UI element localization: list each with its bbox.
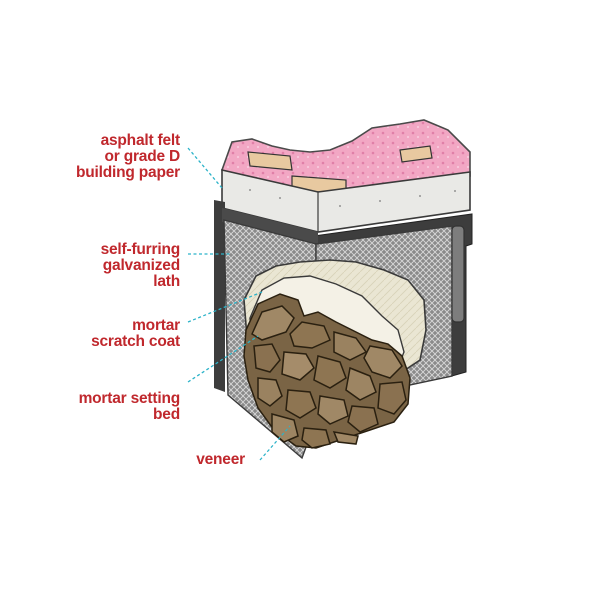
label-self-furring-lath-line1: self-furring	[100, 241, 181, 258]
label-self-furring-lath-line3: lath	[153, 273, 180, 290]
leader-veneer	[259, 425, 291, 461]
label-mortar-scratch-coat-line1: mortar	[132, 317, 180, 334]
leader-mortar-setting-bed	[187, 335, 259, 383]
leader-asphalt-felt	[187, 147, 223, 189]
label-asphalt-felt-line3: building paper	[76, 164, 180, 181]
leader-mortar-scratch-coat	[187, 291, 263, 323]
label-asphalt-felt-line2: or grade D	[104, 148, 180, 165]
label-mortar-scratch-coat-line2: scratch coat	[91, 333, 180, 350]
label-self-furring-lath: self-furring galvanized lath	[100, 241, 181, 290]
stone-veneer-layer	[243, 293, 411, 449]
label-mortar-setting-bed: mortar setting bed	[78, 390, 181, 423]
label-mortar-scratch-coat: mortar scratch coat	[91, 318, 180, 350]
label-veneer: veneer	[196, 452, 245, 468]
leader-lines	[187, 147, 291, 461]
label-asphalt-felt: asphalt felt or grade D building paper	[76, 133, 180, 181]
label-mortar-setting-bed-line2: bed	[153, 406, 180, 423]
label-mortar-setting-bed-line1: mortar setting	[78, 390, 181, 407]
label-veneer-line1: veneer	[196, 451, 245, 468]
label-self-furring-lath-line2: galvanized	[102, 257, 180, 274]
label-asphalt-felt-line1: asphalt felt	[100, 132, 181, 149]
